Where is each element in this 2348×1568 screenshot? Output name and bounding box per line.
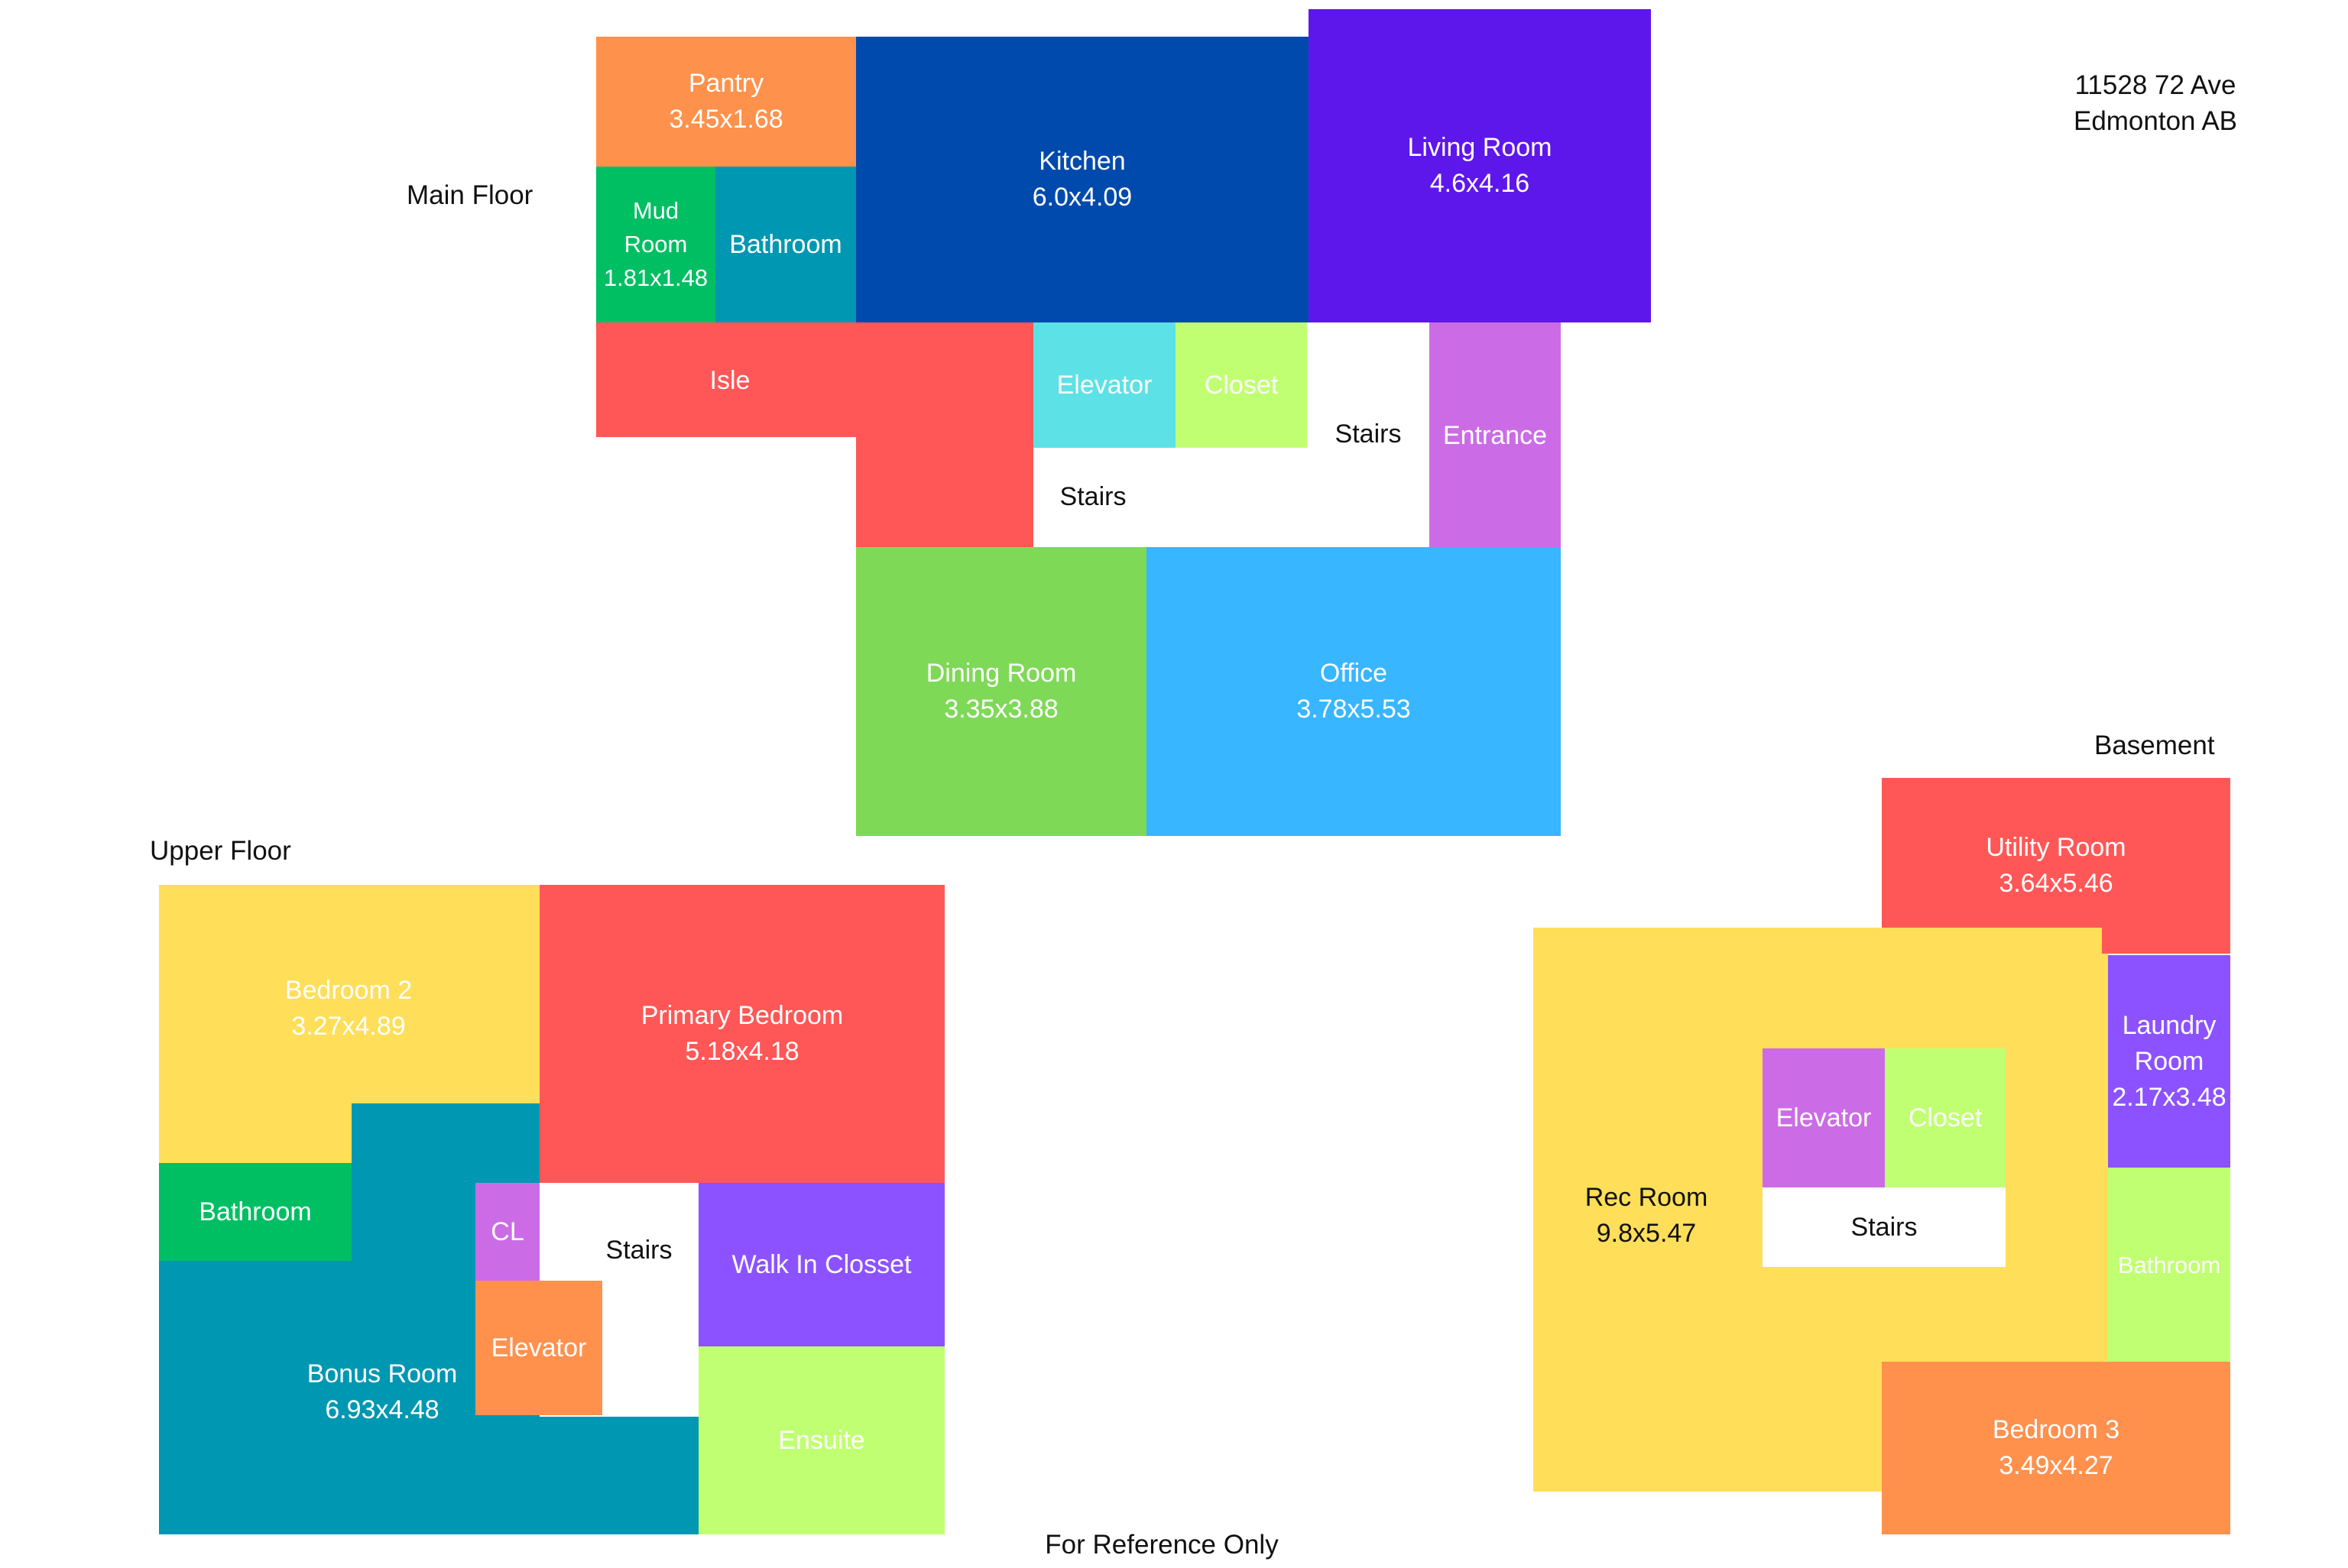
elevator-room [1033,322,1176,448]
pantry-name: Pantry [688,69,764,98]
bonus-room-name: Bonus Room [306,1359,458,1388]
address-line1: 11528 72 Ave [2074,70,2236,100]
living-room-dims: 4.6x4.16 [1429,169,1530,198]
kitchen-label: Kitchen 6.0x4.09 [856,37,1309,322]
utility-room-name: Utility Room [1986,833,2126,862]
entrance-label: Entrance [1442,420,1548,450]
kitchen-room [856,37,1315,322]
utility-room-dims: 3.64x5.46 [1999,869,2113,898]
primary-bedroom-label: Primary Bedroom 5.18x4.18 [540,885,945,1183]
living-room-name: Living Room [1407,133,1552,162]
ensuite-label: Ensuite [778,1425,865,1455]
basement-closet-label: Closet [1908,1103,1983,1132]
office-label: Office 3.78x5.53 [1146,547,1561,836]
rec-room-label: Rec Room 9.8x5.47 [1533,1174,1759,1258]
basement-bathroom-room [2108,1168,2230,1362]
utility-room-label: Utility Room 3.64x5.46 [1882,778,2230,954]
stairs-lower-label: Stairs [1059,481,1127,511]
entrance-room [1429,322,1561,547]
bonus-room-upper [352,1103,540,1187]
office-room [1146,547,1561,836]
laundry-room-name-line2: Room [2134,1046,2204,1076]
rec-room-dims: 9.8x5.47 [1596,1219,1697,1248]
basement-stairs-area [1763,1187,2006,1267]
primary-bedroom-room [540,885,945,1183]
bathroom-room [715,167,856,322]
closet-room [1176,322,1307,448]
upper-elevator-room [475,1281,602,1415]
basement-elevator-room [1763,1048,1885,1187]
upper-bathroom-room [159,1163,352,1261]
laundry-room-dims: 2.17x3.48 [2112,1082,2226,1112]
mud-room-name-line1: Mud [632,197,679,224]
utility-room [1882,778,2230,954]
stairs-upper-label: Stairs [1335,419,1402,449]
walk-in-closet-room [699,1183,945,1346]
address-line2: Edmonton AB [2073,106,2238,136]
bedroom-2-room [159,885,540,1103]
walk-in-closet-label: Walk In Closset [731,1249,912,1279]
isle-room [596,322,1033,437]
dining-room-dims: 3.35x3.88 [944,695,1059,724]
upper-elevator-label: Elevator [491,1333,587,1362]
dining-room-name: Dining Room [926,659,1077,688]
primary-bedroom-dims: 5.18x4.18 [685,1037,799,1066]
mud-room-dims: 1.81x1.48 [603,264,709,291]
office-dims: 3.78x5.53 [1296,695,1411,724]
upper-stairs-label: Stairs [605,1235,673,1265]
elevator-label: Elevator [1056,370,1153,400]
kitchen-dims: 6.0x4.09 [1032,183,1133,212]
closet-label: Closet [1204,370,1279,400]
main-floor-title: Main Floor [407,180,533,210]
upper-floor-title: Upper Floor [150,836,291,866]
bedroom-2-dims: 3.27x4.89 [291,1012,406,1041]
isle-room-extension [856,436,1033,547]
bonus-room-dims: 6.93x4.48 [325,1395,439,1424]
bedroom-3-name: Bedroom 3 [1992,1415,2120,1444]
dining-room [856,547,1146,836]
basement-stairs-label: Stairs [1850,1212,1918,1242]
ensuite-room [699,1346,945,1534]
pantry-room [596,37,856,167]
mud-room-label: Mud Room 1.81x1.48 [596,167,715,322]
laundry-room [2108,955,2230,1168]
basement-elevator-label: Elevator [1776,1103,1872,1132]
isle-label: Isle [709,365,751,395]
bedroom-3-label: Bedroom 3 3.49x4.27 [1882,1362,2230,1534]
mud-room-name-line2: Room [624,231,688,258]
bedroom-3-room [1882,1362,2230,1534]
basement-title: Basement [2094,731,2215,760]
pantry-label: Pantry 3.45x1.68 [596,37,856,167]
basement-closet-room [1885,1048,2006,1187]
laundry-room-name-line1: Laundry [2122,1010,2217,1040]
basement-bathroom-label: Bathroom [2117,1251,2221,1278]
pantry-dims: 3.45x1.68 [669,105,783,134]
main-bathroom-label: Bathroom [729,229,842,259]
bedroom-2-room-lower [159,1102,352,1163]
upper-bathroom-label: Bathroom [199,1197,312,1226]
living-room [1309,9,1651,322]
office-name: Office [1319,659,1388,688]
address: 11528 72 Ave Edmonton AB [2048,67,2262,139]
rec-room-name: Rec Room [1584,1183,1708,1212]
bedroom-2-label: Bedroom 2 3.27x4.89 [159,970,538,1047]
rec-room-top-strip [1533,928,1882,955]
cl-room [475,1183,540,1281]
bedroom-2-name: Bedroom 2 [284,976,413,1005]
kitchen-name: Kitchen [1039,147,1126,176]
dining-room-label: Dining Room 3.35x3.88 [856,547,1146,836]
mud-room [596,167,715,322]
laundry-room-label: Laundry Room 2.17x3.48 [2108,955,2230,1168]
footer-note: For Reference Only [1045,1530,1279,1560]
primary-bedroom-name: Primary Bedroom [641,1001,844,1030]
bedroom-3-dims: 3.49x4.27 [1999,1451,2113,1480]
cl-label: CL [491,1216,524,1246]
living-room-label: Living Room 4.6x4.16 [1309,9,1651,322]
bonus-room-label: Bonus Room 6.93x4.48 [260,1346,504,1438]
